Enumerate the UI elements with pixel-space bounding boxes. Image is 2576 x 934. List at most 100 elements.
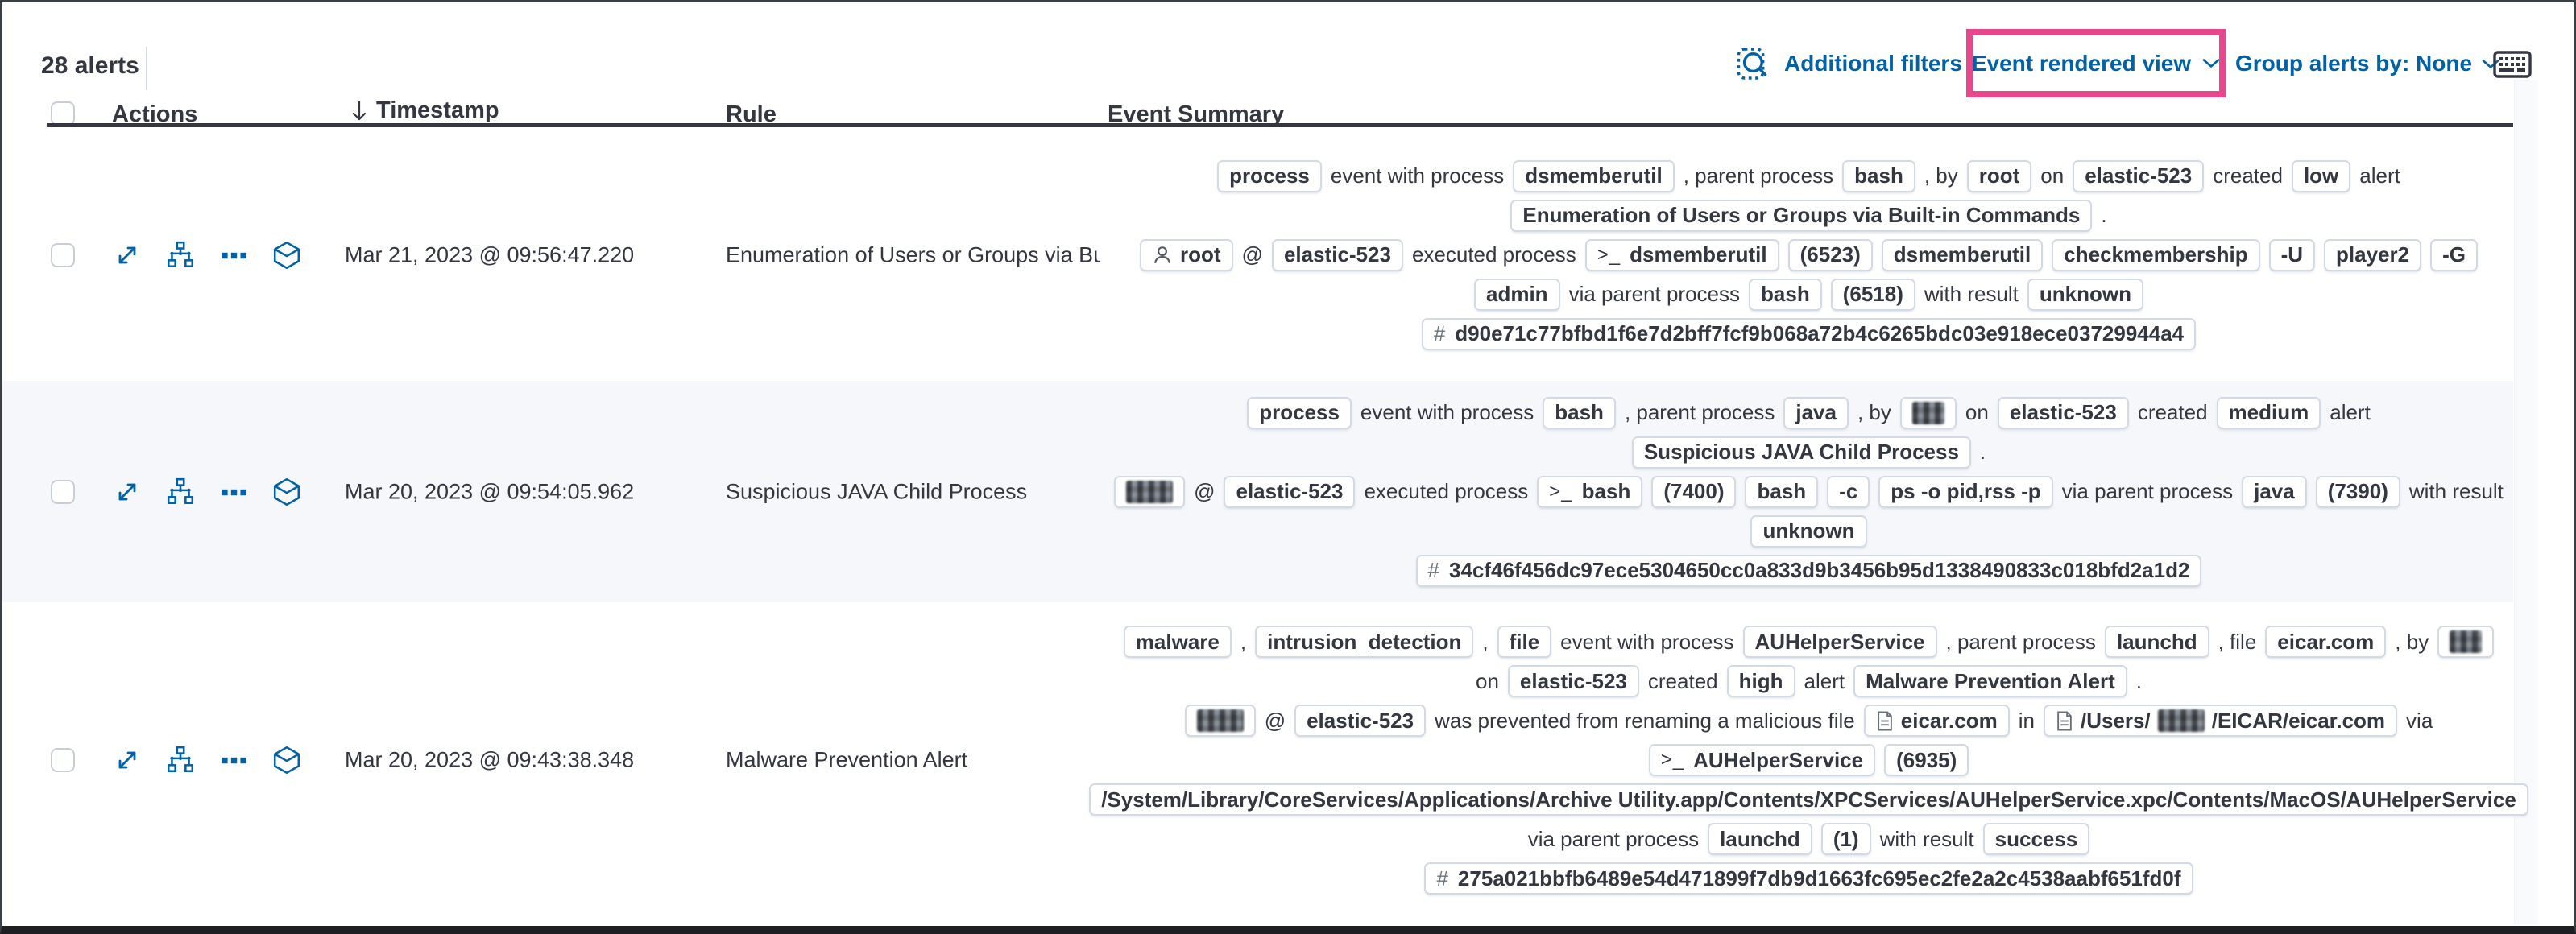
summary-badge[interactable]: elastic-523 bbox=[1271, 238, 1403, 271]
summary-badge[interactable]: bash bbox=[1745, 475, 1819, 508]
summary-badge[interactable]: java bbox=[1783, 396, 1849, 429]
hash-badge[interactable]: #d90e71c77bfbd1f6e7d2bff7fcf9b068a72b4c6… bbox=[1421, 317, 2197, 350]
user-badge[interactable]: root bbox=[1140, 238, 1233, 271]
additional-filters-button[interactable]: Additional filters bbox=[1784, 51, 1990, 76]
row-checkbox[interactable] bbox=[51, 748, 75, 772]
summary-badge[interactable]: java bbox=[2242, 475, 2307, 508]
summary-badge[interactable]: bash bbox=[1749, 278, 1822, 311]
summary-badge[interactable]: bash bbox=[1543, 396, 1616, 429]
summary-badge[interactable]: bash bbox=[1842, 159, 1915, 192]
summary-badge[interactable]: ps -o pid,rss -p bbox=[1878, 475, 2053, 508]
summary-badge[interactable]: (1) bbox=[1820, 823, 1871, 855]
more-actions-button[interactable] bbox=[218, 477, 249, 507]
summary-badge[interactable]: (7400) bbox=[1651, 475, 1737, 508]
summary-badge[interactable]: elastic-523 bbox=[1507, 665, 1639, 697]
summary-badge[interactable]: high bbox=[1726, 665, 1795, 697]
analyze-event-button[interactable] bbox=[165, 477, 196, 507]
hash-icon: # bbox=[1433, 321, 1446, 345]
summary-badge[interactable]: -c bbox=[1827, 475, 1870, 508]
summary-badge[interactable]: dsmemberutil bbox=[1513, 159, 1675, 192]
rule-cell[interactable]: Malware Prevention Alert bbox=[726, 747, 968, 772]
event-rendered-view-label: Event rendered view bbox=[1971, 50, 2192, 76]
summary-line: unknown bbox=[1106, 511, 2512, 551]
more-actions-button[interactable] bbox=[218, 745, 249, 775]
summary-badge[interactable]: admin bbox=[1473, 278, 1560, 311]
summary-badge[interactable]: checkmembership bbox=[2052, 238, 2260, 271]
rule-cell[interactable]: Suspicious JAVA Child Process bbox=[726, 479, 1028, 503]
column-header-timestamp[interactable]: Timestamp bbox=[349, 97, 499, 124]
select-all-checkbox[interactable] bbox=[51, 101, 75, 126]
summary-badge[interactable]: process bbox=[1217, 159, 1322, 192]
summary-text: was prevented from renaming a malicious … bbox=[1435, 708, 1855, 733]
event-rendered-view-button[interactable]: Event rendered view bbox=[1972, 51, 2220, 76]
summary-badge[interactable]: -G bbox=[2430, 238, 2478, 271]
analyze-event-button[interactable] bbox=[165, 745, 196, 775]
summary-badge[interactable]: player2 bbox=[2324, 238, 2422, 271]
summary-badge[interactable]: AUHelperService bbox=[1742, 626, 1937, 658]
process-badge[interactable]: >_dsmemberutil bbox=[1584, 238, 1779, 271]
redacted-badge[interactable] bbox=[1899, 396, 1957, 429]
summary-badge[interactable]: file bbox=[1497, 626, 1552, 658]
investigate-timeline-icon bbox=[271, 477, 302, 507]
summary-badge[interactable]: elastic-523 bbox=[1294, 705, 1427, 737]
investigate-timeline-button[interactable] bbox=[271, 745, 302, 775]
summary-badge[interactable]: dsmemberutil bbox=[1881, 238, 2044, 271]
investigate-timeline-button[interactable] bbox=[271, 240, 302, 271]
analyze-event-icon bbox=[165, 745, 196, 775]
summary-badge[interactable]: (7390) bbox=[2315, 475, 2400, 508]
summary-badge[interactable]: Malware Prevention Alert bbox=[1853, 665, 2127, 697]
summary-badge[interactable]: eicar.com bbox=[2265, 626, 2387, 658]
summary-badge[interactable]: low bbox=[2291, 159, 2351, 192]
row-checkbox[interactable] bbox=[51, 479, 75, 504]
summary-text: executed process bbox=[1364, 479, 1529, 503]
inspect-button[interactable] bbox=[1731, 43, 1773, 85]
summary-badge[interactable]: launchd bbox=[2104, 626, 2209, 658]
summary-badge[interactable]: medium bbox=[2216, 396, 2321, 429]
group-alerts-button[interactable]: Group alerts by: None bbox=[2235, 51, 2499, 76]
summary-badge[interactable]: malware bbox=[1123, 626, 1232, 658]
summary-badge[interactable]: (6523) bbox=[1787, 238, 1873, 271]
hash-badge[interactable]: #275a021bbfb6489e54d471899f7db9d1663fc69… bbox=[1424, 862, 2193, 895]
summary-badge[interactable]: intrusion_detection bbox=[1255, 626, 1474, 658]
analyze-event-button[interactable] bbox=[165, 240, 196, 271]
summary-badge[interactable]: -U bbox=[2268, 238, 2316, 271]
scrollbar-track[interactable] bbox=[2514, 80, 2538, 924]
summary-badge[interactable]: unknown bbox=[2027, 278, 2143, 311]
inspect-icon bbox=[1733, 45, 1770, 82]
summary-badge[interactable]: /System/Library/CoreServices/Application… bbox=[1089, 783, 2528, 816]
process-badge[interactable]: >_AUHelperService bbox=[1648, 744, 1876, 776]
summary-badge[interactable]: elastic-523 bbox=[1997, 396, 2129, 429]
column-header-actions: Actions bbox=[112, 101, 198, 127]
expand-alert-button[interactable] bbox=[112, 240, 143, 271]
summary-badge[interactable]: Suspicious JAVA Child Process bbox=[1631, 436, 1971, 469]
summary-badge[interactable]: (6518) bbox=[1830, 278, 1915, 311]
summary-badge[interactable]: elastic-523 bbox=[2073, 159, 2205, 192]
process-badge[interactable]: >_bash bbox=[1537, 475, 1643, 508]
expand-alert-button[interactable] bbox=[112, 745, 143, 775]
summary-badge[interactable]: elastic-523 bbox=[1224, 475, 1356, 508]
summary-text: via parent process bbox=[1527, 826, 1700, 851]
summary-badge[interactable]: Enumeration of Users or Groups via Built… bbox=[1510, 199, 2093, 232]
summary-badge[interactable]: process bbox=[1247, 396, 1352, 429]
file-badge[interactable]: /Users//EICAR/eicar.com bbox=[2044, 705, 2398, 737]
row-checkbox[interactable] bbox=[51, 242, 75, 267]
more-actions-button[interactable] bbox=[218, 240, 249, 271]
hash-badge[interactable]: #34cf46f456dc97ece5304650cc0a833d9b3456b… bbox=[1415, 554, 2202, 587]
expand-alert-button[interactable] bbox=[112, 477, 143, 507]
rule-cell[interactable]: Enumeration of Users or Groups via Bui bbox=[726, 242, 1100, 267]
keyboard-shortcuts-button[interactable] bbox=[2491, 47, 2533, 82]
investigate-timeline-button[interactable] bbox=[271, 477, 302, 507]
summary-badge[interactable]: unknown bbox=[1750, 515, 1867, 548]
file-badge[interactable]: eicar.com bbox=[1863, 705, 2010, 737]
summary-badge[interactable]: success bbox=[1982, 823, 2090, 855]
redacted-badge[interactable] bbox=[1114, 475, 1186, 508]
summary-badge[interactable]: (6935) bbox=[1884, 744, 1969, 776]
redacted-badge[interactable] bbox=[2437, 626, 2495, 658]
summary-badge[interactable]: root bbox=[1966, 159, 2032, 192]
summary-badge[interactable]: launchd bbox=[1708, 823, 1812, 855]
redacted-badge[interactable] bbox=[1184, 705, 1256, 737]
